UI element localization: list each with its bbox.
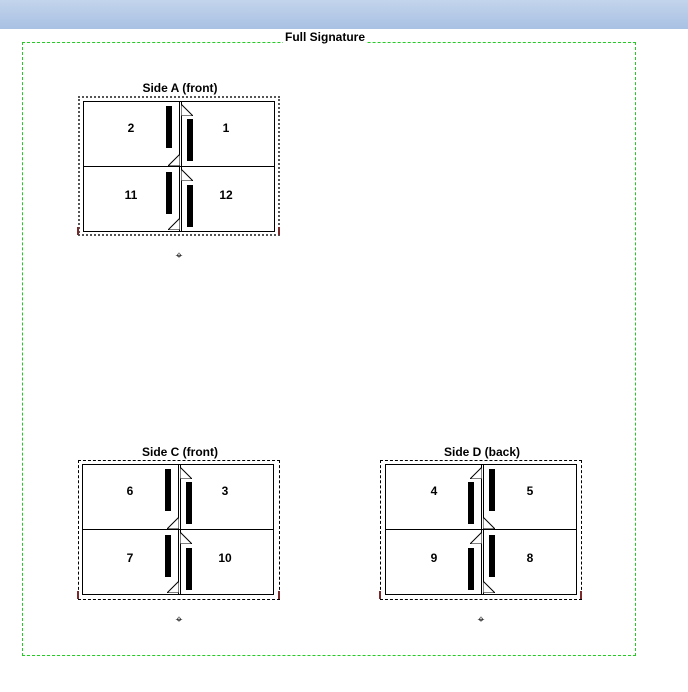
spine-mark [489, 535, 495, 577]
side-c-label: Side C (front) [142, 445, 218, 459]
trim-mark [580, 591, 582, 599]
fold-line-vertical [179, 102, 180, 231]
spine-mark [489, 469, 495, 511]
side-d-sheet[interactable]: 4 5 9 8 [385, 464, 577, 595]
trim-mark [379, 591, 381, 599]
fold-line-vertical [178, 465, 179, 594]
page-fold-icon [181, 104, 193, 116]
panel-number: 7 [126, 551, 134, 565]
spine-mark [166, 172, 172, 214]
crosshair-icon: ⌖ [175, 248, 183, 262]
side-c[interactable]: Side C (front) 6 3 7 10 ⌖ [77, 445, 282, 625]
fold-line-vertical-inner [180, 465, 181, 594]
panel-number: 2 [127, 121, 135, 135]
spine-mark [187, 185, 193, 227]
trim-mark [278, 591, 280, 599]
crosshair-icon: ⌖ [175, 612, 183, 626]
panel-number: 12 [219, 188, 233, 202]
panel-number: 3 [221, 484, 229, 498]
side-a-sheet-border: 2 1 11 12 [78, 96, 280, 236]
page-fold-icon [470, 532, 482, 544]
frame-title: Full Signature [283, 30, 368, 44]
side-a-label: Side A (front) [142, 81, 218, 95]
window-titlebar [0, 0, 688, 29]
spine-mark [186, 548, 192, 590]
side-d-label: Side D (back) [443, 445, 521, 459]
side-c-sheet[interactable]: 6 3 7 10 [82, 464, 274, 595]
fold-line-vertical [481, 465, 482, 594]
side-a-sheet[interactable]: 2 1 11 12 [83, 101, 275, 232]
page-fold-icon [167, 581, 179, 593]
spine-mark [165, 535, 171, 577]
spine-mark [468, 482, 474, 524]
page-fold-icon [167, 517, 179, 529]
panel-number: 11 [124, 188, 138, 202]
side-d-sheet-border: 4 5 9 8 [380, 460, 582, 600]
fold-line-vertical-inner [181, 102, 182, 231]
page-fold-icon [168, 154, 180, 166]
side-a[interactable]: Side A (front) 2 1 11 12 ⌖ [77, 81, 282, 261]
panel-number: 5 [526, 484, 534, 498]
trim-mark [77, 591, 79, 599]
spine-mark [165, 469, 171, 511]
panel-number: 9 [430, 551, 438, 565]
spine-mark [187, 119, 193, 161]
trim-mark [278, 227, 280, 235]
page-fold-icon [168, 218, 180, 230]
panel-number: 1 [222, 121, 230, 135]
panel-number: 8 [526, 551, 534, 565]
crosshair-icon: ⌖ [477, 612, 485, 626]
panel-number: 4 [430, 484, 438, 498]
panel-number: 10 [218, 551, 232, 565]
page-fold-icon [483, 581, 495, 593]
trim-mark [77, 227, 79, 235]
page-fold-icon [470, 467, 482, 479]
spine-mark [468, 548, 474, 590]
page-fold-icon [180, 532, 192, 544]
spine-mark [166, 106, 172, 148]
side-c-sheet-border: 6 3 7 10 [78, 460, 280, 600]
page-fold-icon [180, 467, 192, 479]
page-fold-icon [483, 517, 495, 529]
panel-number: 6 [126, 484, 134, 498]
page-fold-icon [181, 169, 193, 181]
spine-mark [186, 482, 192, 524]
fold-line-vertical-inner [483, 465, 484, 594]
side-d[interactable]: Side D (back) 4 5 9 8 ⌖ [379, 445, 584, 625]
